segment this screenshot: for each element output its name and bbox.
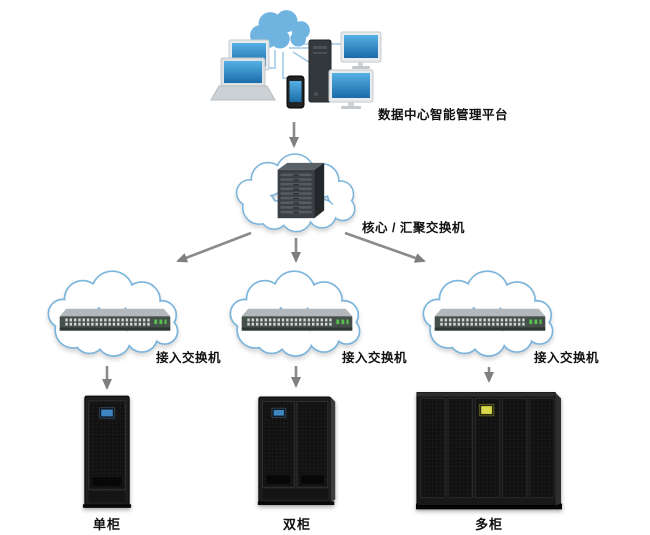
access-switch-icon xyxy=(431,304,549,334)
core-switch-stack-icon xyxy=(266,160,330,224)
cabinet-label-double: 双柜 xyxy=(282,517,311,532)
management-platform-label: 数据中心智能管理平台 xyxy=(378,108,509,122)
cabinet-label-multi: 多柜 xyxy=(474,517,503,532)
single-cabinet-icon xyxy=(82,395,132,509)
access-switch-label-2: 接入交换机 xyxy=(342,351,408,365)
management-platform-node xyxy=(205,2,385,117)
access-switch-icon xyxy=(238,304,356,334)
access-switch-label-3: 接入交换机 xyxy=(534,351,600,365)
cabinet-label-single: 单柜 xyxy=(92,517,121,532)
arrow-core-to-access-1 xyxy=(176,231,252,263)
core-switch-label: 核心 / 汇聚交换机 xyxy=(362,221,465,235)
access-switch-icon xyxy=(56,304,174,334)
arrow-core-to-access-3 xyxy=(344,231,426,263)
multi-cabinet-icon xyxy=(415,392,563,510)
double-cabinet-icon xyxy=(257,396,336,506)
access-switch-label-1: 接入交换机 xyxy=(156,351,222,365)
workstation-cluster-icon xyxy=(210,10,382,109)
core-switch-node xyxy=(230,148,365,240)
